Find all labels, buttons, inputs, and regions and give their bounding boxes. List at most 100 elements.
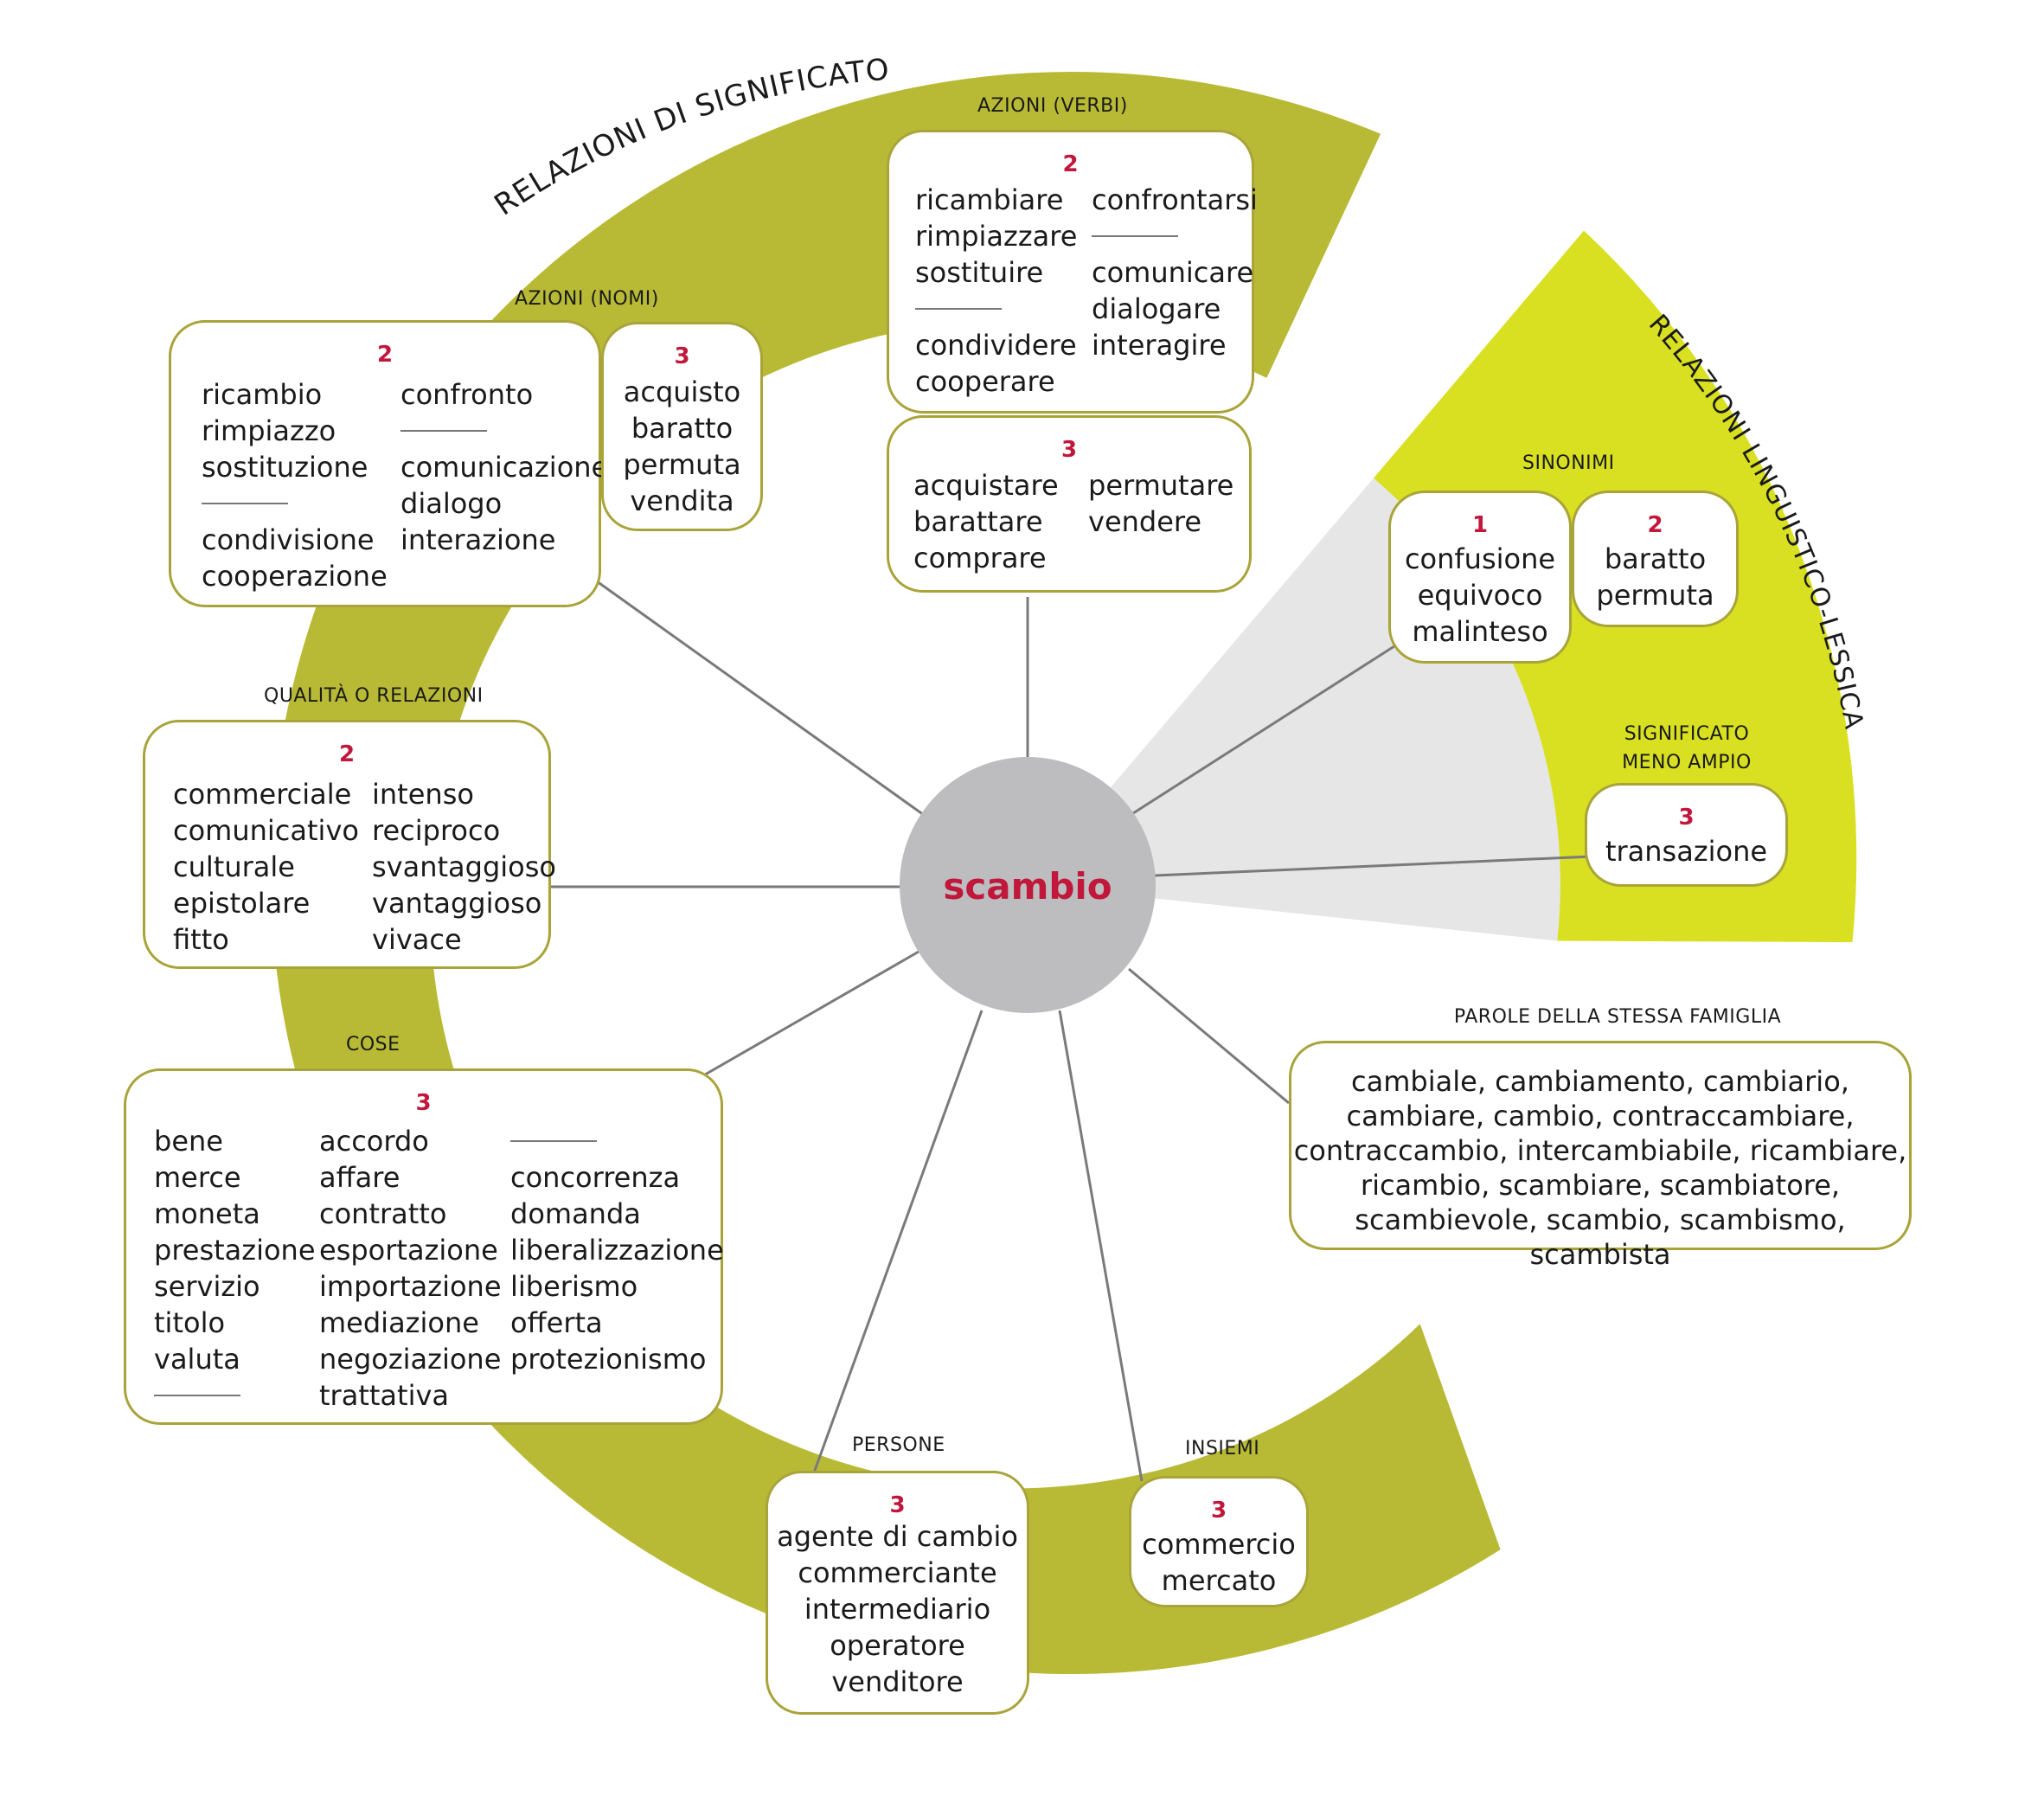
word-item: condivisione (202, 523, 375, 556)
label-qualita: QUALITÀ O RELAZIONI (264, 685, 484, 707)
word-item: concorrenza (510, 1161, 681, 1194)
level-number: 3 (1060, 437, 1078, 463)
label-significato-meno-ampio: SIGNIFICATO MENO AMPIO (1622, 723, 1752, 773)
word-item: commerciale (173, 778, 352, 811)
word-item: condividere (915, 329, 1077, 362)
box-famiglia: cambiale, cambiamento, cambiario, cambia… (1289, 1041, 1912, 1271)
word-item: trattativa (319, 1379, 449, 1412)
word-item: sostituzione (202, 451, 368, 484)
family-line: scambievole, scambio, scambismo, scambis… (1355, 1203, 1846, 1271)
word-item: interazione (400, 523, 556, 556)
word-item: intermediario (804, 1593, 991, 1626)
word-item: intenso (372, 778, 474, 811)
word-item: ricambiare (915, 183, 1064, 216)
word-item: liberalizzazione (510, 1234, 724, 1267)
word-item: reciproco (372, 814, 501, 847)
word-item: acquisto (623, 375, 741, 408)
word-item: operatore (830, 1629, 965, 1662)
word-item: transazione (1605, 835, 1768, 868)
label-cose: COSE (346, 1034, 400, 1055)
word-item: esportazione (319, 1234, 498, 1267)
word-item: svantaggioso (372, 850, 556, 883)
label-azioni-nomi: AZIONI (NOMI) (515, 288, 659, 310)
word-item: bene (154, 1125, 223, 1158)
level-number: 3 (415, 1090, 432, 1116)
word-item: servizio (154, 1270, 260, 1303)
word-item: confronto (400, 378, 534, 411)
word-item: valuta (154, 1343, 240, 1376)
label-azioni-verbi: AZIONI (VERBI) (977, 95, 1128, 117)
word-item: vendere (1088, 505, 1202, 538)
level-number: 2 (1062, 151, 1079, 177)
word-item: mercato (1161, 1564, 1277, 1597)
family-words: cambiale, cambiamento, cambiario, cambia… (1291, 1064, 1909, 1272)
label-insiemi: INSIEMI (1185, 1438, 1260, 1459)
level-number: 2 (338, 741, 356, 767)
connector-sinonimi (1132, 643, 1398, 815)
word-item: commerciante (798, 1556, 997, 1589)
separator-line (202, 485, 388, 522)
connector-cose (700, 950, 919, 1079)
family-line: cambiale, cambiamento, cambiario, (1351, 1065, 1849, 1098)
connector-meno-ampio (1154, 855, 1592, 877)
level-number: 3 (1678, 805, 1695, 831)
word-item: offerta (510, 1306, 603, 1339)
center-word: scambio (943, 865, 1112, 908)
separator-line (154, 1377, 316, 1414)
word-item: sostituire (915, 256, 1044, 289)
box-meno-ampio-3: 3 transazione (1585, 783, 1788, 887)
word-item: baratto (631, 412, 734, 445)
word-item: vendita (630, 484, 734, 517)
word-item: barattare (913, 505, 1043, 538)
separator-line (1092, 218, 1258, 254)
separator-line (510, 1123, 724, 1159)
word-item: dialogo (400, 487, 503, 520)
word-item: comprare (913, 542, 1047, 574)
word-item: liberismo (510, 1270, 638, 1303)
level-number: 3 (674, 343, 690, 369)
word-item: permutare (1088, 469, 1234, 502)
level-number: 3 (1210, 1498, 1227, 1524)
word-item: cooperazione (202, 560, 388, 593)
word-item: confusione (1404, 542, 1556, 575)
word-item: negoziazione (319, 1343, 502, 1376)
word-item: interagire (1092, 329, 1227, 362)
word-item: dialogare (1092, 292, 1221, 325)
family-line: cambiare, cambio, contraccambiare, (1346, 1100, 1855, 1132)
level-number: 2 (376, 342, 394, 368)
connector-nomi (596, 580, 925, 817)
word-item: merce (154, 1161, 241, 1194)
word-item: vantaggioso (372, 887, 542, 920)
word-item: protezionismo (510, 1343, 707, 1376)
word-item: contratto (319, 1197, 447, 1230)
word-item: venditore (831, 1665, 964, 1698)
word-item: affare (319, 1161, 400, 1194)
word-item: permuta (1596, 579, 1714, 612)
word-item: accordo (319, 1125, 429, 1158)
level-number: 2 (1647, 512, 1663, 538)
family-line: contraccambio, intercambiabile, ricambia… (1293, 1134, 1907, 1167)
word-item: mediazione (319, 1306, 479, 1339)
